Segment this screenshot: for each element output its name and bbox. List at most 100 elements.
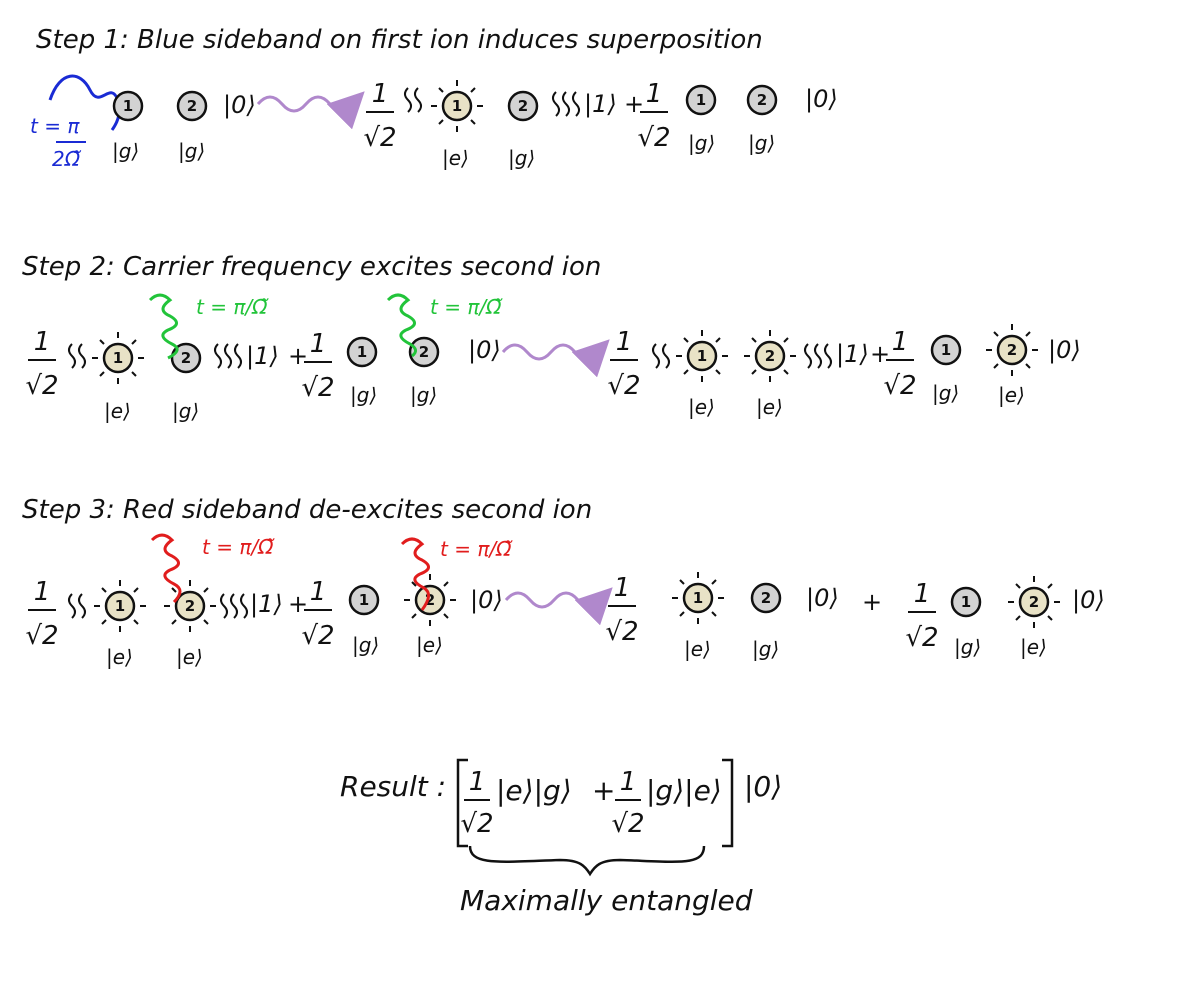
step1-title: Step 1: Blue sideband on first ion induc… (36, 25, 763, 55)
red-pulse-wave (400, 537, 430, 611)
ket-0: |0⟩ (223, 91, 256, 119)
svg-text:1: 1 (693, 589, 703, 607)
ion-2-ground: 2 (507, 90, 539, 122)
step1-pulse-time: t = π (30, 114, 80, 138)
ion-2-excited: 2 (1008, 576, 1060, 628)
svg-text:1: 1 (115, 597, 125, 615)
phonon-wave (68, 593, 86, 619)
fraction-denominator: √2 (25, 371, 58, 401)
fraction-denominator: √2 (301, 621, 334, 651)
ion-1-excited: 1 (672, 572, 724, 624)
ket-0: |0⟩ (806, 584, 839, 612)
plus-sign: + (288, 590, 308, 618)
fraction-denominator: √2 (637, 123, 670, 153)
ket-e: |e⟩ (998, 383, 1025, 407)
transition-arrow (501, 339, 610, 378)
fraction-numerator: 1 (310, 577, 327, 607)
fraction-numerator: 1 (646, 79, 663, 109)
plus-sign: + (870, 340, 890, 368)
step3-title: Step 3: Red sideband de-excites second i… (22, 495, 592, 525)
fraction-numerator: 1 (892, 327, 909, 357)
ion-1-ground: 1 (950, 586, 982, 618)
svg-text:2: 2 (1029, 593, 1039, 611)
svg-text:2: 2 (761, 589, 771, 607)
step3-pulse-label: t = π/Ω̃ (440, 537, 513, 561)
ket-g: |g⟩ (688, 131, 715, 155)
svg-text:2: 2 (518, 97, 528, 115)
result-term2: |g⟩|e⟩ (646, 774, 722, 807)
ion-1-ground: 1 (348, 584, 380, 616)
ket-e: |e⟩ (688, 395, 715, 419)
ket-g: |g⟩ (954, 635, 981, 659)
ket-e: |e⟩ (106, 645, 133, 669)
green-pulse-wave (148, 293, 179, 360)
right-bracket (722, 758, 734, 848)
fraction-denominator: √2 (301, 373, 334, 403)
ion-1-excited: 1 (676, 330, 728, 382)
ion-1-ground: 1 (930, 334, 962, 366)
phonon-wave (552, 91, 580, 117)
fraction-numerator: 1 (34, 577, 51, 607)
fraction-denominator: √2 (607, 371, 640, 401)
svg-text:1: 1 (357, 343, 367, 361)
result-frac-num: 1 (620, 767, 637, 797)
ket-g: |g⟩ (178, 139, 205, 163)
ket-g: |g⟩ (508, 146, 535, 170)
result-frac-num: 1 (469, 767, 486, 797)
plus-sign: + (288, 342, 308, 370)
ket-g: |g⟩ (350, 383, 377, 407)
step2-pulse-label: t = π/Ω̃ (430, 295, 503, 319)
svg-text:1: 1 (941, 341, 951, 359)
fraction-numerator: 1 (34, 327, 51, 357)
result-term1: |e⟩|g⟩ (496, 774, 572, 807)
step1-pulse-denominator: 2Ω̃ (52, 147, 82, 171)
phonon-wave (804, 343, 832, 369)
ket-0: |0⟩ (1072, 586, 1105, 614)
step2-pulse-label: t = π/Ω̃ (196, 295, 269, 319)
fraction-numerator: 1 (914, 579, 931, 609)
svg-text:1: 1 (113, 349, 123, 367)
fraction-numerator: 1 (616, 327, 633, 357)
fraction-numerator: 1 (372, 79, 389, 109)
phonon-wave (220, 593, 248, 619)
ket-g: |g⟩ (352, 633, 379, 657)
under-brace (468, 845, 706, 877)
result-frac-den: √2 (460, 809, 493, 839)
ion-2-ground: 2 (176, 90, 208, 122)
svg-text:1: 1 (123, 97, 133, 115)
ket-e: |e⟩ (176, 645, 203, 669)
fraction-denominator: √2 (25, 621, 58, 651)
plus-sign: + (624, 90, 644, 118)
step3-pulse-label: t = π/Ω̃ (202, 535, 275, 559)
ket-e: |e⟩ (104, 399, 131, 423)
fraction-numerator: 1 (614, 573, 631, 603)
ket-e: |e⟩ (416, 633, 443, 657)
ion-1-ground: 1 (685, 84, 717, 116)
svg-text:2: 2 (1007, 341, 1017, 359)
ion-2-ground: 2 (746, 84, 778, 116)
ion-1-excited: 1 (92, 332, 144, 384)
ion-2-ground: 2 (408, 336, 440, 368)
ket-e: |e⟩ (684, 637, 711, 661)
ion-2-ground: 2 (750, 582, 782, 614)
transition-arrow (504, 587, 613, 626)
svg-text:2: 2 (765, 347, 775, 365)
fraction-denominator: √2 (363, 123, 396, 153)
green-pulse-wave (386, 293, 417, 358)
svg-text:2: 2 (185, 597, 195, 615)
ket-0: |0⟩ (1048, 336, 1081, 364)
ion-1-excited: 1 (94, 580, 146, 632)
ket-g: |g⟩ (410, 383, 437, 407)
ket-0: |0⟩ (468, 336, 501, 364)
plus-sign: + (862, 588, 882, 616)
ket-g: |g⟩ (172, 399, 199, 423)
result-plus: + (592, 774, 615, 807)
svg-text:2: 2 (425, 591, 435, 609)
svg-text:2: 2 (187, 97, 197, 115)
ket-0: |0⟩ (805, 85, 838, 113)
ion-2-excited: 2 (404, 574, 456, 626)
maximally-entangled-label: Maximally entangled (460, 884, 753, 917)
ion-2-ground: 2 (170, 342, 202, 374)
left-bracket (456, 758, 468, 848)
